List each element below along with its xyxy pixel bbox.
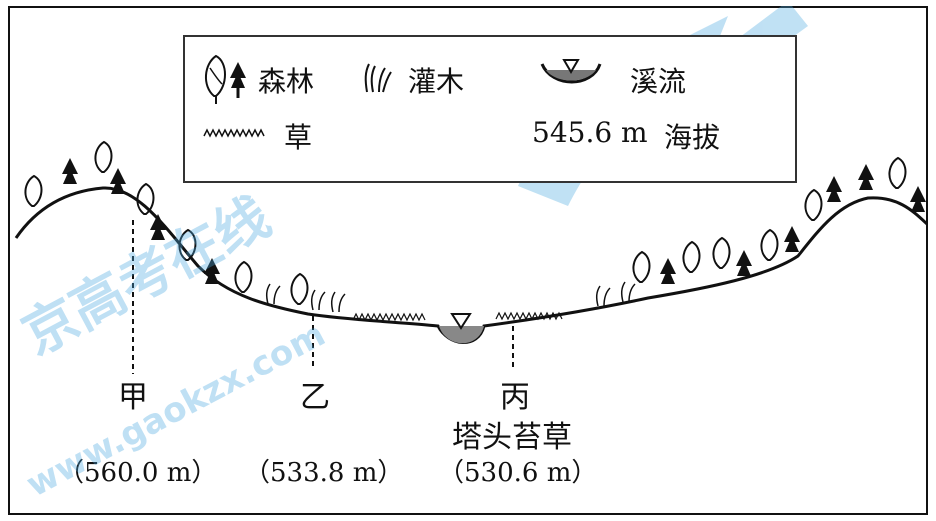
grass-on-profile: [352, 311, 563, 322]
legend-shrub-label: 灌木: [408, 65, 465, 98]
site-bing-extra: 塔头苔草: [452, 420, 572, 455]
site-yi-name: 乙: [300, 380, 330, 415]
stream-legend-icon: [540, 59, 602, 84]
diagram-canvas: [8, 6, 928, 515]
grass-legend-icon: [203, 128, 265, 138]
stream-on-profile: [439, 313, 484, 344]
legend-forest-label: 森林: [258, 65, 315, 98]
outer-frame: [8, 6, 928, 515]
shrub-legend-icon: [364, 63, 392, 93]
legend-stream-label: 溪流: [630, 65, 687, 98]
trees-right-hill: [632, 156, 926, 284]
site-bing-elevation: （530.6 m）: [438, 458, 598, 488]
site-yi-elevation: （533.8 m）: [244, 458, 404, 488]
legend-elevation-label: 海拔: [664, 121, 721, 154]
site-bing-name: 丙: [500, 380, 530, 415]
site-jia-elevation: （560.0 m）: [58, 458, 218, 488]
trees-left-hill: [24, 140, 309, 305]
shrubs-on-profile: [265, 281, 636, 313]
legend-elevation-value: 545.6 m: [532, 116, 648, 149]
site-jia-name: 甲: [118, 380, 148, 415]
legend-box: [183, 35, 797, 183]
forest-legend-icon: [205, 54, 246, 104]
legend-grass-label: 草: [284, 121, 313, 154]
